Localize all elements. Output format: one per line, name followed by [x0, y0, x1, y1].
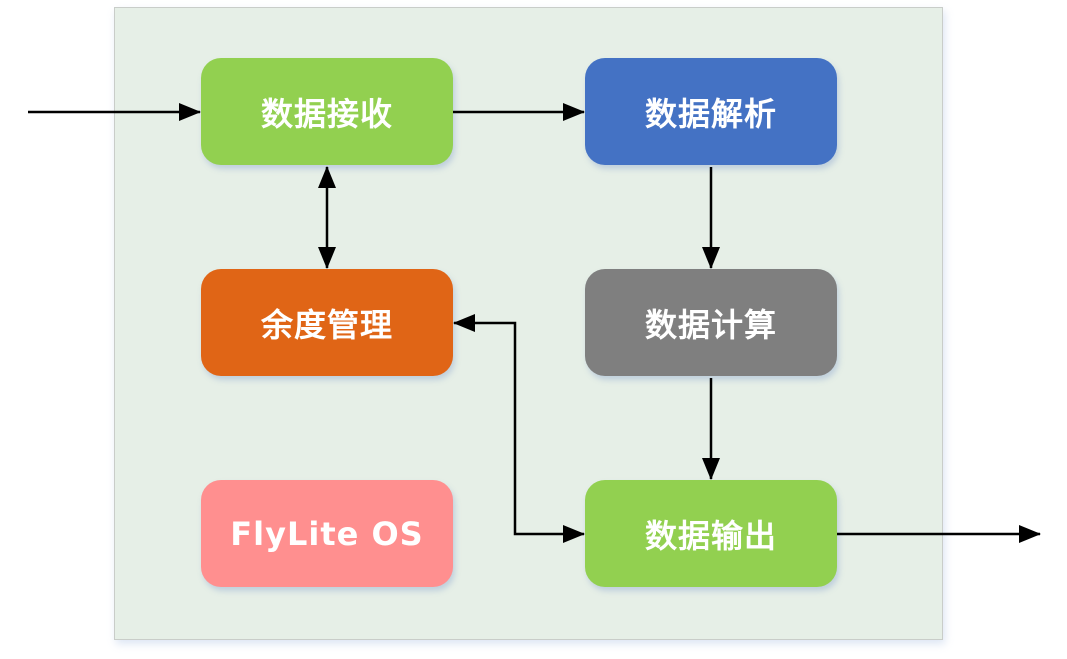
node-label: 数据接收 — [260, 94, 393, 133]
node-data-receive[interactable]: 数据接收 — [201, 58, 453, 165]
node-flylite-os[interactable]: FlyLite OS — [201, 480, 453, 587]
node-label: FlyLite OS — [230, 514, 424, 553]
node-label: 余度管理 — [260, 305, 393, 344]
node-data-output[interactable]: 数据输出 — [585, 480, 837, 587]
node-label: 数据输出 — [644, 516, 777, 555]
node-label: 数据解析 — [644, 94, 777, 133]
node-data-parse[interactable]: 数据解析 — [585, 58, 837, 165]
node-data-compute[interactable]: 数据计算 — [585, 269, 837, 376]
node-label: 数据计算 — [644, 305, 777, 344]
node-redundancy-management[interactable]: 余度管理 — [201, 269, 453, 376]
